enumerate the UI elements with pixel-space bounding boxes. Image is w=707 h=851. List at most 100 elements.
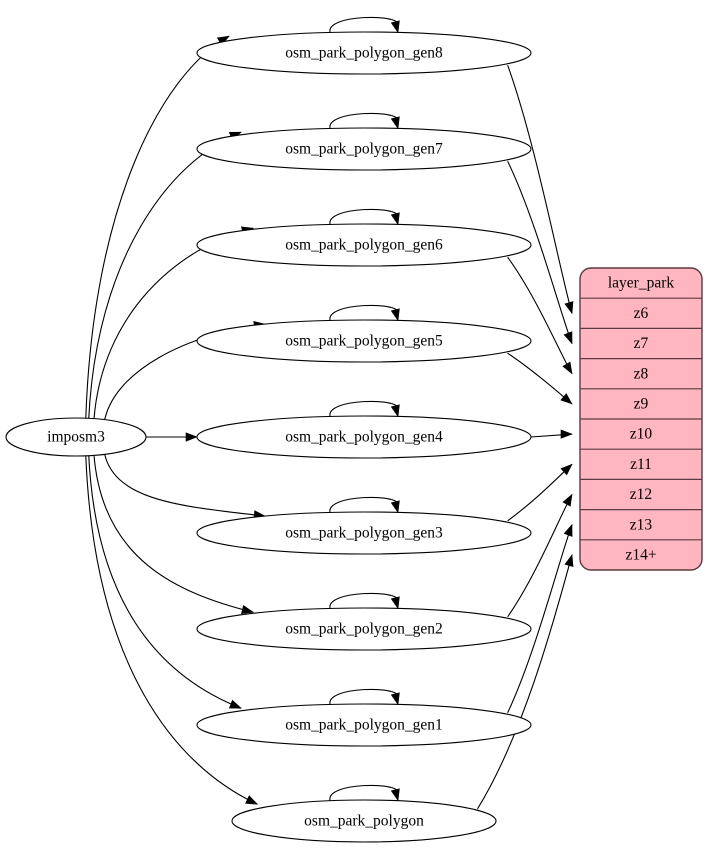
edge-arrow [245, 795, 259, 805]
node-label: osm_park_polygon_gen6 [285, 237, 443, 254]
node-label: imposm3 [47, 429, 105, 446]
node-shape [196, 31, 532, 75]
edge-gen4-to-z10 [530, 429, 573, 439]
node-label: osm_park_polygon [304, 813, 424, 830]
node-gen5[interactable]: osm_park_polygon_gen5 [196, 319, 532, 363]
layer-table-row-z10[interactable]: z10 [580, 418, 702, 443]
node-gen3[interactable]: osm_park_polygon_gen3 [196, 511, 532, 555]
layer-table-row-z14plus[interactable]: z14+ [580, 539, 702, 564]
row-label: z8 [634, 365, 649, 382]
self-loop-arrow [390, 116, 400, 130]
node-gen1[interactable]: osm_park_polygon_gen1 [196, 703, 532, 747]
self-loop-gen3 [329, 496, 400, 514]
self-loop-arrow [390, 788, 400, 802]
node-gen8[interactable]: osm_park_polygon_gen8 [196, 31, 532, 75]
self-loop-gen4 [329, 400, 400, 418]
node-shape [196, 319, 532, 363]
node-gen7[interactable]: osm_park_polygon_gen7 [196, 127, 532, 171]
self-loop-arrow [390, 692, 400, 706]
row-label: z14+ [625, 546, 656, 563]
edge-path [507, 64, 573, 314]
layer-table-header: layer_park [608, 275, 675, 292]
edge-gen7-to-z7 [507, 160, 573, 345]
layer-table-row-z12[interactable]: z12 [580, 478, 702, 503]
edge-path [507, 160, 573, 344]
self-loop-path [329, 208, 399, 225]
edge-arrow [563, 331, 573, 345]
table-layer: layer_park z6 z7 z8 z9 z10 z11 z12 z13 z14+ [579, 267, 703, 571]
node-shape [196, 607, 532, 651]
edge-path [85, 455, 258, 805]
edge-gen2-to-z12 [507, 493, 573, 618]
node-gen4[interactable]: osm_park_polygon_gen4 [196, 415, 532, 459]
layer-table-row-z11[interactable]: z11 [580, 448, 702, 473]
layer-table-row-z7[interactable]: z7 [580, 327, 702, 352]
node-base[interactable]: osm_park_polygon [231, 799, 497, 843]
self-loop-arrow [390, 404, 400, 418]
row-label: z6 [634, 305, 649, 322]
edge-imposm3-to-gen1 [88, 454, 242, 709]
self-loop-gen2 [329, 592, 400, 610]
node-label: osm_park_polygon_gen2 [285, 621, 443, 638]
row-label: z10 [630, 426, 653, 443]
nodes-layer: imposm3 osm_park_polygon_gen8 osm_park_pol… [5, 31, 532, 843]
node-label: osm_park_polygon_gen8 [285, 45, 443, 62]
edge-gen6-to-z8 [507, 256, 573, 375]
layer-table-header-label: layer_park [608, 275, 675, 292]
layer-table-row-z8[interactable]: z8 [580, 358, 702, 383]
edge-arrow [185, 432, 198, 442]
edge-path [507, 524, 573, 714]
row-label: z9 [634, 395, 649, 412]
node-label: osm_park_polygon_gen1 [285, 717, 443, 734]
edge-imposm3-to-gen4 [146, 432, 198, 442]
node-gen6[interactable]: osm_park_polygon_gen6 [196, 223, 532, 267]
node-label: osm_park_polygon_gen7 [285, 141, 443, 158]
node-shape [196, 511, 532, 555]
node-imposm3[interactable]: imposm3 [5, 417, 147, 457]
self-loop-arrow [390, 212, 400, 226]
edge-arrow [560, 429, 573, 439]
edge-path [103, 450, 266, 517]
self-loop-path [329, 496, 399, 513]
row-label: z7 [634, 335, 649, 352]
edge-imposm3-to-base [85, 455, 259, 805]
edge-gen3-to-z11 [507, 463, 573, 522]
self-loop-path [329, 688, 399, 705]
self-loop-gen8 [329, 16, 400, 34]
edge-arrow [241, 604, 254, 614]
edge-arrow [560, 393, 573, 405]
self-loop-gen1 [329, 688, 400, 706]
node-shape [196, 703, 532, 747]
edge-gen8-to-z6 [507, 64, 574, 315]
self-loop-path [329, 400, 399, 417]
self-loop-base [329, 784, 400, 802]
node-label: osm_park_polygon_gen3 [285, 525, 443, 542]
node-label: osm_park_polygon_gen4 [285, 429, 443, 446]
node-label: osm_park_polygon_gen5 [285, 333, 443, 350]
layer-table-row-z6[interactable]: z6 [580, 297, 702, 322]
edge-arrow [562, 493, 573, 507]
edge-arrow [564, 554, 574, 568]
layer-table-row-z13[interactable]: z13 [580, 509, 702, 534]
self-loop-path [329, 112, 399, 129]
edge-arrow [562, 361, 573, 375]
self-loop-arrow [390, 20, 400, 34]
self-loop-arrow [390, 308, 400, 322]
self-loop-path [329, 784, 399, 801]
node-gen2[interactable]: osm_park_polygon_gen2 [196, 607, 532, 651]
row-label: z13 [630, 516, 653, 533]
self-loop-path [329, 16, 399, 33]
edge-arrow [560, 463, 573, 476]
edge-imposm3-to-gen8 [85, 35, 230, 419]
self-loop-gen6 [329, 208, 400, 226]
edge-gen1-to-z13 [507, 523, 573, 714]
edge-path [507, 463, 573, 522]
self-loop-path [329, 304, 399, 321]
node-shape [5, 417, 147, 457]
edge-imposm3-to-gen3 [103, 450, 266, 520]
edge-path [507, 352, 573, 405]
edge-path [477, 554, 573, 810]
self-loop-gen5 [329, 304, 400, 322]
layer-table-row-z9[interactable]: z9 [580, 388, 702, 413]
edge-base-to-z14plus [477, 554, 574, 810]
